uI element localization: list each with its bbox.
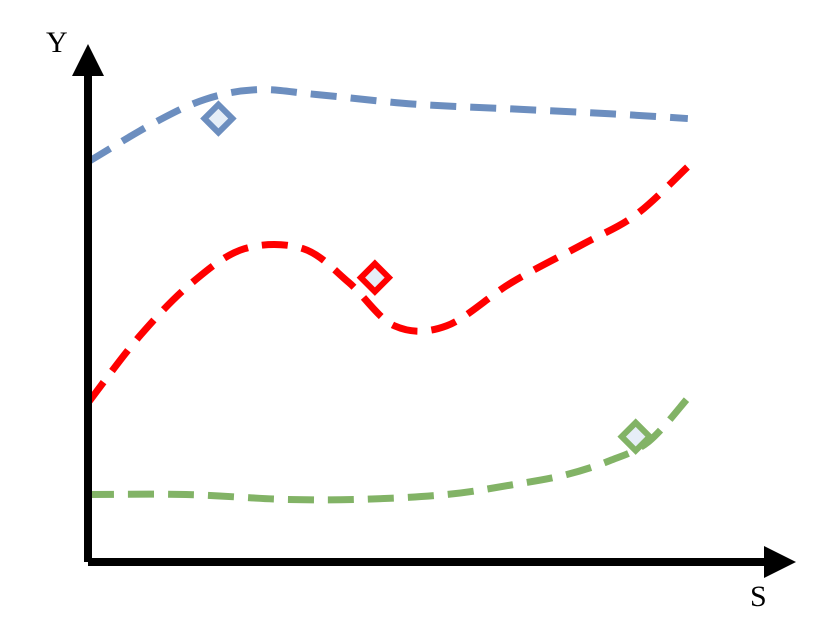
series-line-1	[86, 86, 689, 165]
series-marker-1	[200, 100, 237, 137]
series-line-3	[87, 395, 691, 504]
series-layer	[85, 86, 691, 504]
y-axis-label: Y	[46, 26, 68, 59]
series-line-2	[85, 164, 691, 406]
series-marker-3	[617, 418, 654, 455]
series-marker-2	[356, 259, 394, 296]
x-axis-label: S	[750, 580, 767, 613]
